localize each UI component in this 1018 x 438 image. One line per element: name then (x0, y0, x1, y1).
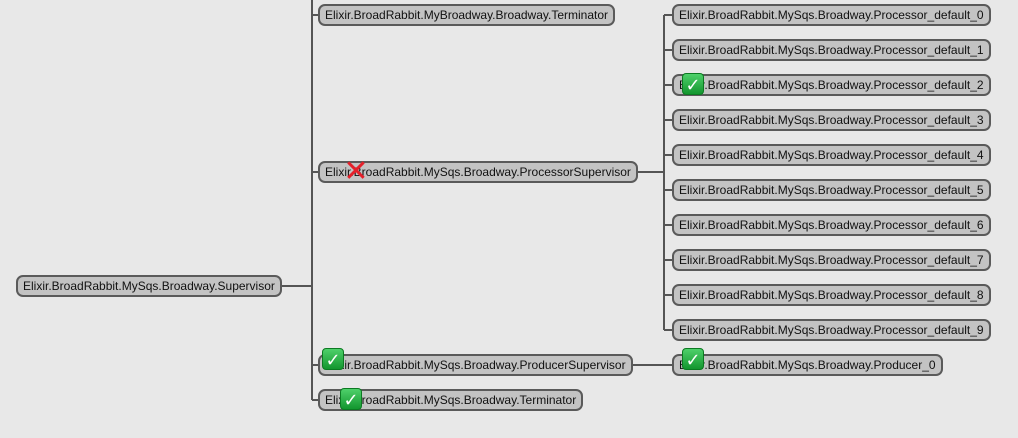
node-producer-0[interactable]: Elixir.BroadRabbit.MySqs.Broadway.Produc… (672, 354, 943, 376)
node-supervisor[interactable]: Elixir.BroadRabbit.MySqs.Broadway.Superv… (16, 275, 282, 297)
node-producer-supervisor[interactable]: Elixir.BroadRabbit.MySqs.Broadway.Produc… (318, 354, 633, 376)
node-processor-default-9[interactable]: Elixir.BroadRabbit.MySqs.Broadway.Proces… (672, 319, 991, 341)
node-processor-default-8[interactable]: Elixir.BroadRabbit.MySqs.Broadway.Proces… (672, 284, 991, 306)
check-mark-icon: ✓ (322, 348, 344, 370)
node-processor-default-4[interactable]: Elixir.BroadRabbit.MySqs.Broadway.Proces… (672, 144, 991, 166)
cross-mark-icon: ✕ (343, 155, 369, 188)
node-processor-default-2[interactable]: Elixir.BroadRabbit.MySqs.Broadway.Proces… (672, 74, 991, 96)
check-mark-icon: ✓ (682, 73, 704, 95)
node-processor-default-7[interactable]: Elixir.BroadRabbit.MySqs.Broadway.Proces… (672, 249, 991, 271)
node-processor-supervisor[interactable]: Elixir.BroadRabbit.MySqs.Broadway.Proces… (318, 161, 638, 183)
node-processor-default-5[interactable]: Elixir.BroadRabbit.MySqs.Broadway.Proces… (672, 179, 991, 201)
check-mark-icon: ✓ (340, 388, 362, 410)
node-processor-default-6[interactable]: Elixir.BroadRabbit.MySqs.Broadway.Proces… (672, 214, 991, 236)
node-mybroadway-terminator[interactable]: Elixir.BroadRabbit.MyBroadway.Broadway.T… (318, 4, 616, 26)
node-terminator[interactable]: Elixir.BroadRabbit.MySqs.Broadway.Termin… (318, 389, 584, 411)
node-processor-default-3[interactable]: Elixir.BroadRabbit.MySqs.Broadway.Proces… (672, 109, 991, 131)
check-mark-icon: ✓ (682, 348, 704, 370)
node-processor-default-0[interactable]: Elixir.BroadRabbit.MySqs.Broadway.Proces… (672, 4, 991, 26)
node-processor-default-1[interactable]: Elixir.BroadRabbit.MySqs.Broadway.Proces… (672, 39, 991, 61)
